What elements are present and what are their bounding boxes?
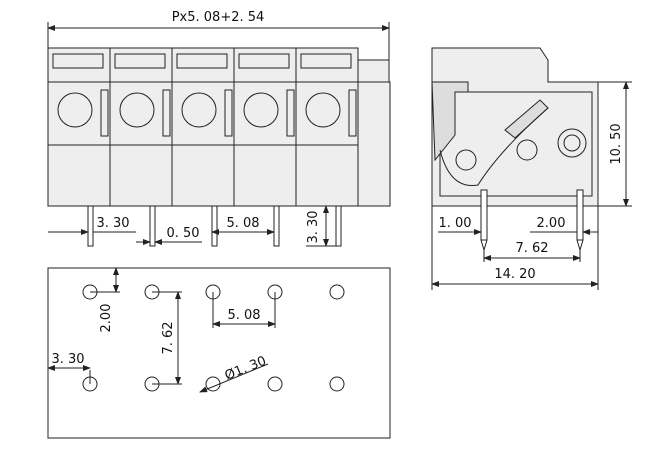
side-contact-hole (516, 139, 538, 161)
side-inner-cavity (439, 91, 593, 197)
lever-slot (176, 53, 228, 69)
height-label: 10. 50 (609, 123, 624, 164)
edge-offset-label: 3. 30 (51, 352, 84, 367)
pin-edge-left-label: 1. 00 (438, 216, 471, 231)
pole-side-recess (286, 89, 295, 137)
total-width-label: Px5. 08+2. 54 (172, 10, 265, 25)
pcb-layout (47, 267, 391, 439)
lever-slot (238, 53, 290, 69)
front-lever-housing (47, 47, 359, 83)
pcb-hole (329, 284, 345, 300)
front-body (47, 81, 391, 207)
pole-side-recess (224, 89, 233, 137)
pin-2 (149, 205, 156, 247)
pin-length-label: 3. 30 (306, 210, 321, 243)
wire-entry-hole (57, 92, 93, 128)
wire-entry-hole (243, 92, 279, 128)
pcb-hole (267, 376, 283, 392)
pcb-footprint-outline (47, 267, 391, 439)
row-spacing-label: 7. 62 (161, 321, 176, 354)
row-offset-label: 2.00 (99, 304, 114, 333)
pin-3 (211, 205, 218, 247)
side-lever (431, 81, 469, 162)
pole-side-recess (162, 89, 171, 137)
side-pin-right (576, 189, 584, 241)
pole-3 (176, 48, 235, 206)
side-clamp-spring (439, 107, 549, 187)
pole-2 (114, 48, 173, 206)
wire-entry-hole (119, 92, 155, 128)
side-screw-outer (557, 128, 587, 158)
front-view (47, 22, 391, 247)
pin-edge-right-label: 2.00 (537, 216, 566, 231)
side-pin-left-tip (480, 239, 488, 252)
lever-slot (52, 53, 104, 69)
dim-hole-diameter-leader (199, 363, 269, 393)
pole-side-recess (100, 89, 109, 137)
pin-spacing-label: 7. 62 (515, 241, 548, 256)
pin-4 (273, 205, 280, 247)
pole-side-recess (348, 89, 357, 137)
pitch-label: 5. 08 (226, 216, 259, 231)
hole-diameter-label: Ø1. 30 (223, 354, 269, 384)
pole-1 (52, 48, 111, 206)
side-view (431, 47, 632, 290)
front-lever-housing-cap (357, 59, 390, 83)
pole-5 (300, 53, 357, 137)
side-screw-inner (563, 134, 581, 152)
wire-entry-hole (305, 92, 341, 128)
pin-1 (87, 205, 94, 247)
side-pin-left (480, 189, 488, 241)
pin-width-label: 0. 50 (166, 226, 199, 241)
pin-offset-label: 3. 30 (96, 216, 129, 231)
wire-entry-hole (181, 92, 217, 128)
side-wire-entry (455, 149, 477, 171)
pcb-hole (329, 376, 345, 392)
depth-label: 14. 20 (494, 267, 535, 282)
pin-5 (335, 205, 342, 247)
lever-slot (114, 53, 166, 69)
pcb-pitch-label: 5. 08 (227, 308, 260, 323)
pole-4 (238, 48, 297, 206)
lever-slot (300, 53, 352, 69)
side-pin-right-tip (576, 239, 584, 252)
